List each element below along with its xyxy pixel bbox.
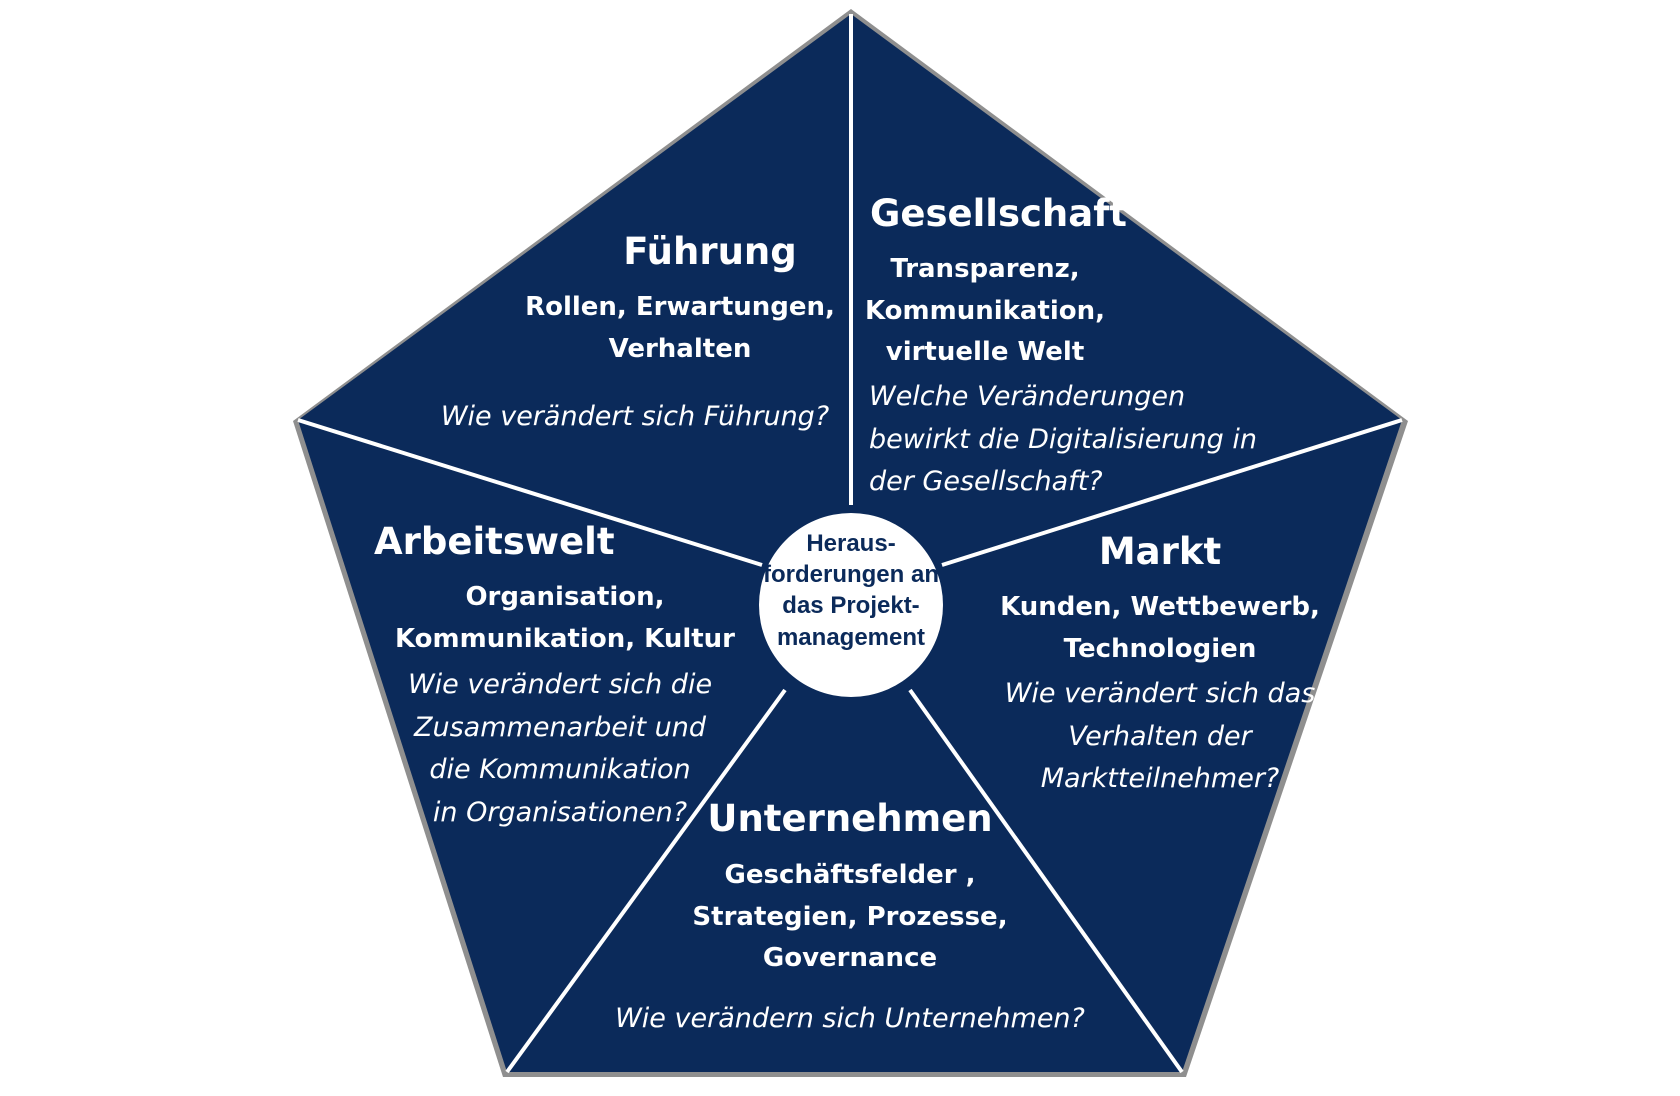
arbeitswelt-question-line: die Kommunikation <box>429 754 691 786</box>
fuehrung-question: Wie verändert sich Führung? <box>440 401 830 432</box>
arbeitswelt-title: Arbeitswelt <box>374 520 615 563</box>
arbeitswelt-topic-line: Kommunikation, Kultur <box>394 623 736 654</box>
markt-title: Markt <box>1098 530 1222 573</box>
arbeitswelt-question-line: in Organisationen? <box>432 796 688 828</box>
gesellschaft-topic-line: virtuelle Welt <box>885 337 1085 368</box>
arbeitswelt-question: Wie verändert sich die Zusammenarbeit un… <box>385 664 735 835</box>
gesellschaft-title: Gesellschaft <box>870 192 1127 235</box>
unternehmen-topic-line: Strategien, Prozesse, <box>692 901 1008 932</box>
markt-question-line: Verhalten der <box>1068 720 1252 752</box>
fuehrung-topics: Rollen, Erwartungen, Verhalten <box>510 287 850 370</box>
arbeitswelt-question-line: Zusammenarbeit und <box>414 711 706 743</box>
markt-topics: Kunden, Wettbewerb, Technologien <box>980 587 1340 670</box>
markt-question-line: Marktteilnehmer? <box>1040 763 1280 795</box>
markt-topic-line: Kunden, Wettbewerb, <box>1000 592 1320 622</box>
center-line: management <box>776 623 926 651</box>
center-circle <box>759 513 943 697</box>
unternehmen-title: Unternehmen <box>707 797 993 840</box>
unternehmen-question: Wie verändern sich Unternehmen? <box>615 1003 1085 1034</box>
divider-right <box>941 418 1403 567</box>
divider-bottom-right <box>908 688 1184 1074</box>
gesellschaft-topics: Transparenz, Kommunikation, virtuelle We… <box>855 249 1115 374</box>
gesellschaft-question-line: Welche Veränderungen <box>869 381 1186 412</box>
center-label: Heraus- forderungen an das Projekt- mana… <box>761 528 941 653</box>
divider-left <box>297 418 763 567</box>
markt-question: Wie verändert sich das Verhalten der Mar… <box>960 673 1360 801</box>
gesellschaft-topic-line: Transparenz, <box>890 254 1080 284</box>
gesellschaft-topic-line: Kommunikation, <box>864 295 1106 326</box>
center-line: Heraus- <box>806 530 896 557</box>
unternehmen-topic-line: Geschäftsfelder , <box>724 860 976 890</box>
fuehrung-topic-line: Rollen, Erwartungen, <box>525 292 835 322</box>
divider-bottom-left <box>505 688 787 1074</box>
arbeitswelt-topic-line: Organisation, <box>465 582 665 612</box>
fuehrung-topic-line: Verhalten <box>608 333 752 364</box>
gesellschaft-question-line: bewirkt die Digitalisierung in <box>869 423 1257 455</box>
fuehrung-title: Führung <box>623 230 797 273</box>
gesellschaft-question-line: der Gesellschaft? <box>869 466 1103 498</box>
unternehmen-topics: Geschäftsfelder , Strategien, Prozesse, … <box>670 855 1030 980</box>
unternehmen-topic-line: Governance <box>762 943 938 974</box>
center-line: forderungen an <box>762 561 939 589</box>
gesellschaft-question: Welche Veränderungen bewirkt die Digital… <box>869 376 1257 504</box>
markt-topic-line: Technologien <box>1063 633 1257 664</box>
markt-question-line: Wie verändert sich das <box>1004 678 1316 709</box>
arbeitswelt-topics: Organisation, Kommunikation, Kultur <box>380 577 750 660</box>
arbeitswelt-question-line: Wie verändert sich die <box>407 669 713 700</box>
center-line: das Projekt- <box>782 592 920 620</box>
